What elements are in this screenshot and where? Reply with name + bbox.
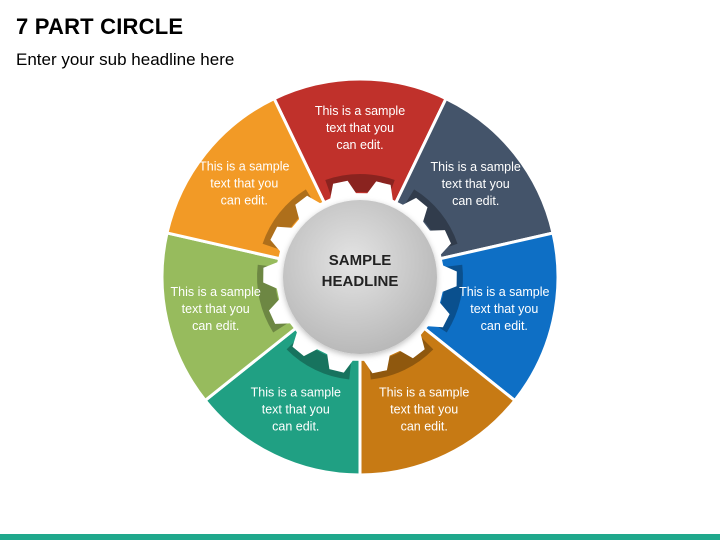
- segment-label-line: text that you: [326, 121, 394, 135]
- slide-title: 7 PART CIRCLE: [16, 14, 184, 39]
- center-headline-line2: HEADLINE: [322, 273, 399, 290]
- segment-label-4: This is a sample text that you can edit.: [379, 385, 469, 433]
- segment-label-line: text that you: [390, 402, 458, 416]
- segment-label-line: text that you: [470, 302, 538, 316]
- segment-label-line: can edit.: [192, 319, 239, 333]
- segment-label-1: This is a sample text that you can edit.: [315, 104, 405, 152]
- center-circle[interactable]: [283, 200, 437, 354]
- segment-label-line: This is a sample: [251, 385, 341, 399]
- segment-label-line: This is a sample: [379, 385, 469, 399]
- slide-subtitle: Enter your sub headline here: [16, 50, 235, 69]
- segment-label-line: can edit.: [481, 319, 528, 333]
- segment-label-line: This is a sample: [171, 285, 261, 299]
- segment-label-2: This is a sample text that you can edit.: [431, 160, 521, 208]
- segment-label-line: can edit.: [452, 194, 499, 208]
- segment-label-line: This is a sample: [459, 285, 549, 299]
- segment-label-line: text that you: [262, 402, 330, 416]
- segments-layer: [160, 77, 560, 477]
- segment-label-line: text that you: [210, 177, 278, 191]
- footer-bar: [0, 534, 720, 540]
- segment-label-line: This is a sample: [431, 160, 521, 174]
- segment-wedge-1[interactable]: [272, 77, 449, 281]
- center-headline-line1: SAMPLE: [329, 252, 392, 269]
- segment-label-line: can edit.: [401, 419, 448, 433]
- segment-label-3: This is a sample text that you can edit.: [459, 285, 549, 333]
- segment-label-line: can edit.: [221, 194, 268, 208]
- segment-label-line: text that you: [182, 302, 250, 316]
- segment-label-6: This is a sample text that you can edit.: [171, 285, 261, 333]
- segment-label-line: can edit.: [272, 419, 319, 433]
- segment-label-line: This is a sample: [315, 104, 405, 118]
- segment-label-line: text that you: [442, 177, 510, 191]
- segment-label-line: This is a sample: [199, 160, 289, 174]
- segment-label-line: can edit.: [336, 138, 383, 152]
- segment-label-7: This is a sample text that you can edit.: [199, 160, 289, 208]
- segment-label-5: This is a sample text that you can edit.: [251, 385, 341, 433]
